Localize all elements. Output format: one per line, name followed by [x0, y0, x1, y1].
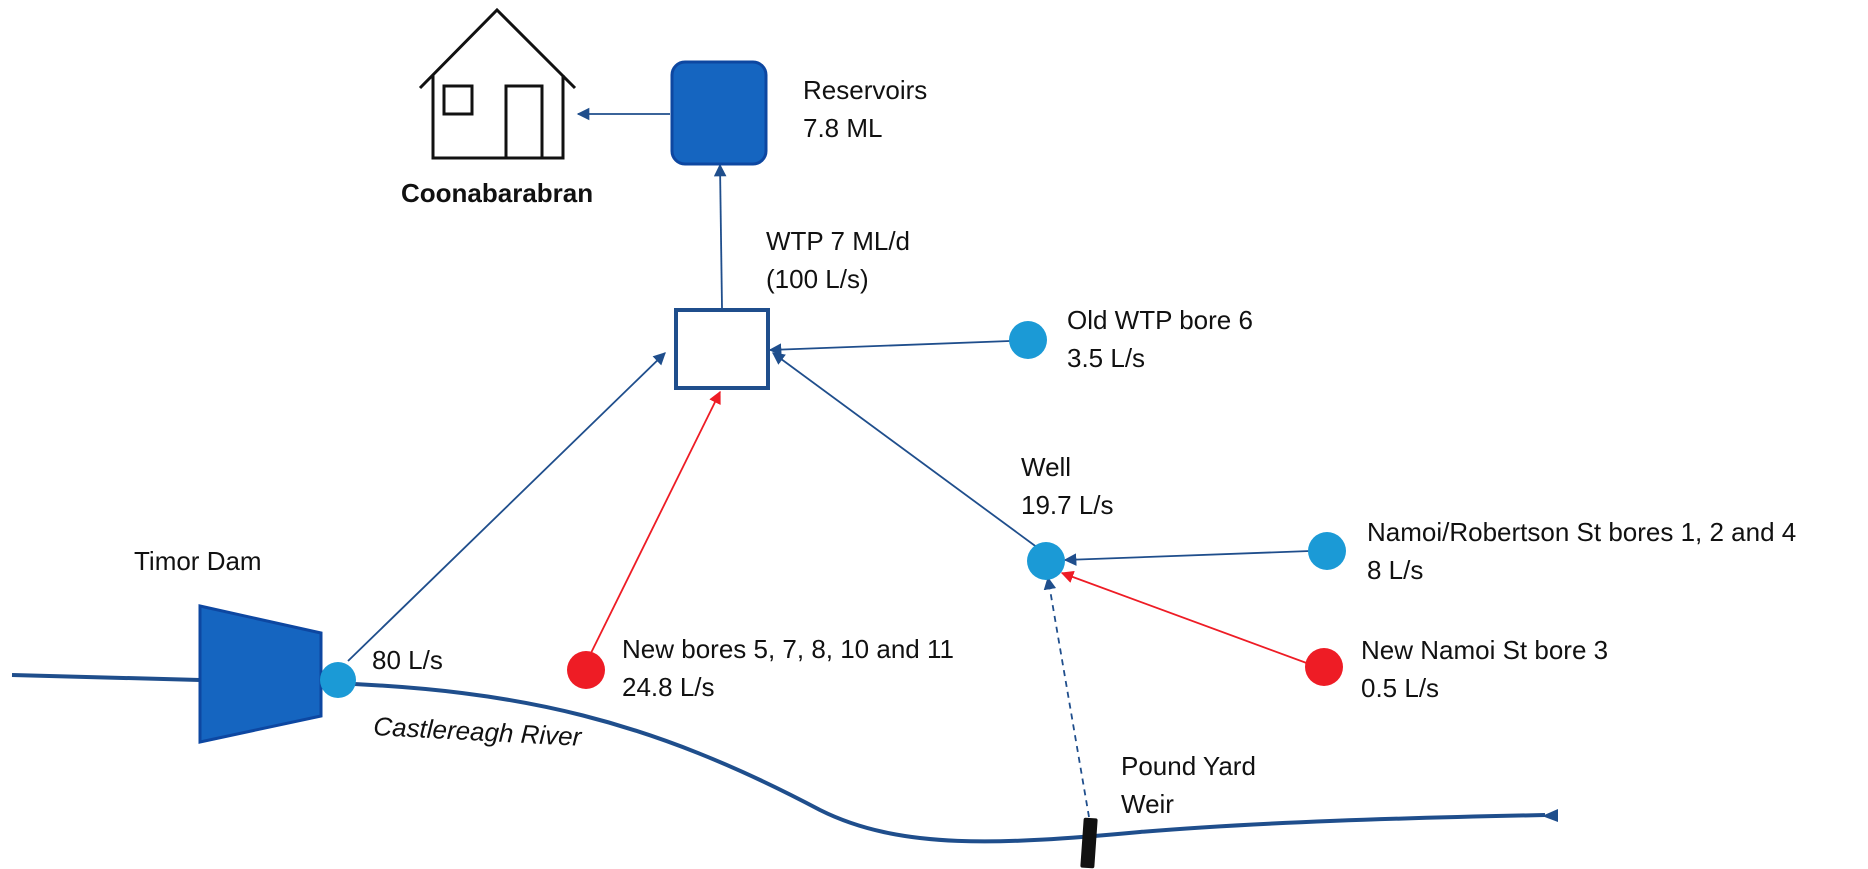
new-bores-rate-label: 24.8 L/s: [622, 672, 715, 702]
well-label: Well: [1021, 452, 1071, 482]
dam-outlet-node: [320, 662, 356, 698]
weir-to-well-line: [1043, 576, 1090, 818]
house-icon: [418, 7, 577, 160]
new-namoi-bore-label: New Namoi St bore 3: [1361, 635, 1608, 665]
namoi-bores-to-well-line: [1063, 550, 1311, 566]
reservoirs-label: Reservoirs: [803, 75, 927, 105]
new-bores-to-wtp-line: [589, 390, 721, 656]
dam-to-wtp-line: [347, 352, 666, 662]
treatment-plant-icon: [674, 308, 770, 390]
namoi-bores-label: Namoi/Robertson St bores 1, 2 and 4: [1367, 517, 1796, 547]
weir-label-line2: Weir: [1121, 789, 1174, 819]
river-label: Castlereagh River: [373, 711, 584, 752]
new-namoi-bore-rate-label: 0.5 L/s: [1361, 673, 1439, 703]
weir-label-line1: Pound Yard: [1121, 751, 1256, 781]
old-bore-label: Old WTP bore 6: [1067, 305, 1253, 335]
old-bore-rate-label: 3.5 L/s: [1067, 343, 1145, 373]
castlereagh-river: [11, 673, 1546, 844]
well-node: [1027, 542, 1065, 580]
wtp-label: WTP 7 ML/d: [766, 226, 910, 256]
weir-icon: [1080, 817, 1098, 869]
reservoirs-capacity-label: 7.8 ML: [803, 113, 883, 143]
old-bore-to-wtp-line: [768, 340, 1011, 356]
well-to-wtp-line: [771, 352, 1039, 549]
river-end-arrow-icon: [1542, 809, 1558, 822]
dam-icon: [198, 604, 323, 744]
wtp-rate-label: (100 L/s): [766, 264, 869, 294]
reservoir-icon: [670, 60, 768, 166]
new-bores-node: [567, 651, 605, 689]
new-namoi-bore-3-node: [1305, 648, 1343, 686]
namoi-bores-node: [1308, 532, 1346, 570]
namoi-bores-rate-label: 8 L/s: [1367, 555, 1423, 585]
dam-rate-label: 80 L/s: [372, 645, 443, 675]
new-bores-label: New bores 5, 7, 8, 10 and 11: [622, 634, 954, 664]
old-wtp-bore-6-node: [1009, 321, 1047, 359]
well-rate-label: 19.7 L/s: [1021, 490, 1114, 520]
dam-label: Timor Dam: [134, 546, 262, 576]
town-label: Coonabarabran: [401, 178, 593, 208]
wtp-to-reservoirs-line: [713, 163, 727, 309]
new-namoi-bore-to-well-line: [1060, 571, 1313, 666]
